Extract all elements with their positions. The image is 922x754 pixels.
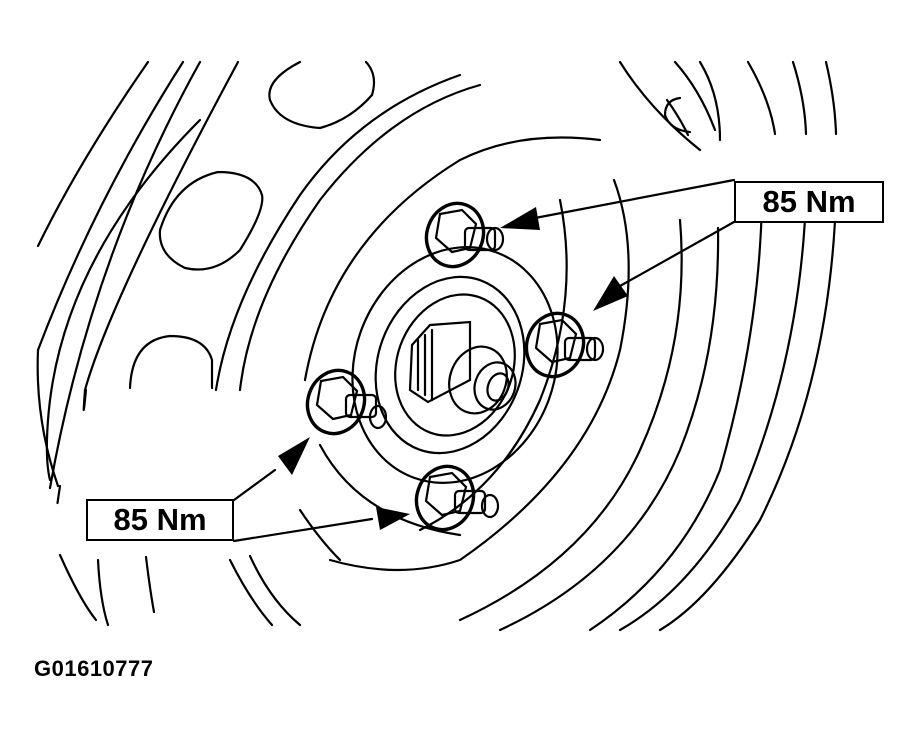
hub bbox=[351, 246, 559, 484]
torque-callout-left: 85 Nm bbox=[86, 499, 234, 541]
figure-id-label: G01610777 bbox=[34, 656, 154, 681]
lug-nut-right bbox=[524, 311, 605, 379]
lug-nut-left bbox=[305, 368, 388, 436]
torque-callout-right: 85 Nm bbox=[734, 181, 884, 223]
rim-rings bbox=[45, 60, 838, 632]
rim-vent-holes bbox=[128, 60, 692, 390]
lug-nut-bottom bbox=[414, 464, 500, 532]
tire-outline bbox=[36, 60, 240, 505]
leader-arrows bbox=[232, 178, 736, 543]
lug-nut-top bbox=[424, 201, 505, 269]
